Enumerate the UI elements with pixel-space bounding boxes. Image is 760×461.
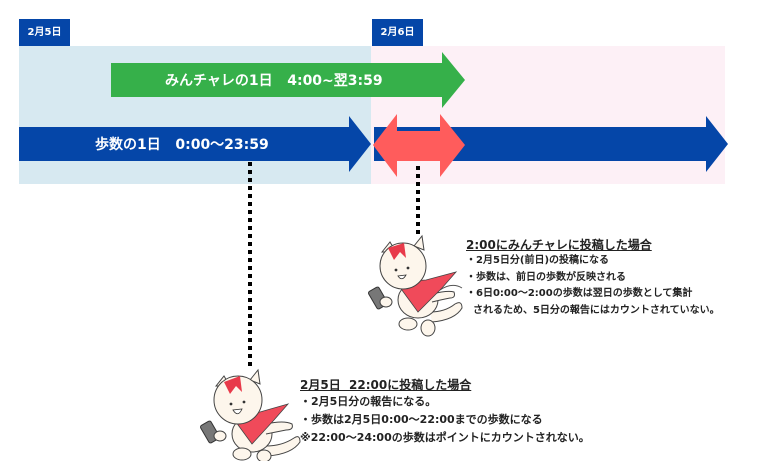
callout-title: 2:00にみんチャレに投稿した場合: [466, 238, 652, 252]
steps-next-day-arrow: [374, 116, 728, 172]
callout-line: されるため、5日分の報告にはカウントされていない。: [466, 304, 720, 316]
callout-line: ※22:00〜24:00の歩数はポイントにカウントされない。: [300, 431, 590, 444]
callout-line: ・歩数は2月5日0:00〜22:00までの歩数になる: [300, 413, 543, 426]
callout-line: ・2月5日分(前日)の投稿になる: [466, 255, 610, 266]
date-label-day2: 2月6日: [372, 19, 423, 46]
overlap-double-arrow: [373, 114, 465, 177]
callout-2am-post: 2:00にみんチャレに投稿した場合 ・2月5日分(前日)の投稿になる ・歩数は、…: [466, 236, 720, 319]
cat-mascot-icon: [200, 368, 301, 461]
callout-22pm-post: 2月5日 22:00に投稿した場合 ・2月5日分の報告になる。 ・歩数は2月5日…: [300, 376, 590, 447]
steps-day-arrow: [19, 116, 371, 172]
steps-day-label: 歩数の1日 0:00〜23:59: [95, 137, 269, 153]
cat-mascot-icon: [368, 234, 463, 337]
callout-line: ・歩数は、前日の歩数が反映される: [466, 271, 626, 283]
minchalle-day-arrow: [111, 52, 465, 108]
date-label-day1: 2月5日: [19, 19, 70, 46]
callout-line: ・2月5日分の報告になる。: [300, 395, 437, 408]
minchalle-day-label: みんチャレの1日 4:00~翌3:59: [165, 73, 383, 89]
callout-line: ・6日0:00〜2:00の歩数は翌日の歩数として集計: [466, 288, 693, 299]
callout-title: 2月5日 22:00に投稿した場合: [300, 378, 472, 392]
